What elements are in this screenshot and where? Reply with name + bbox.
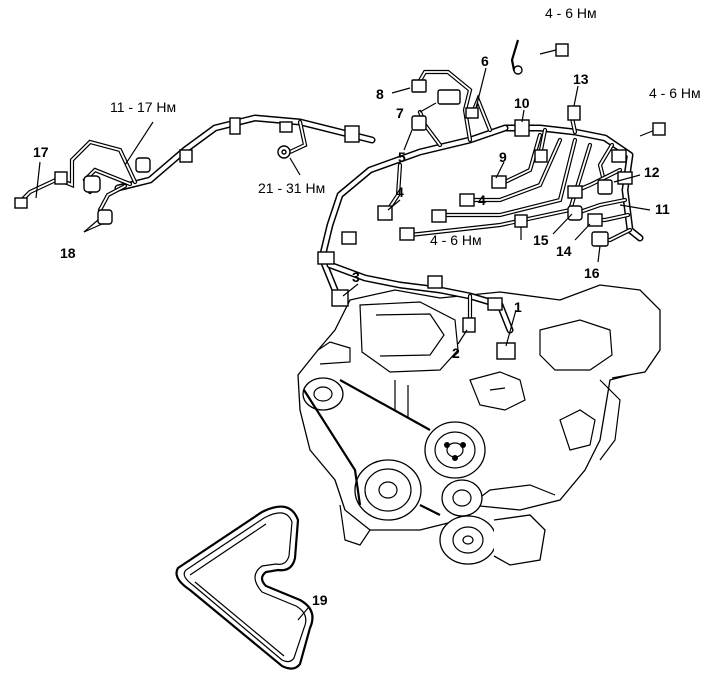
torque-left: 11 - 17 Нм — [110, 99, 176, 115]
torque-right: 4 - 6 Нм — [649, 85, 701, 101]
label-8: 8 — [376, 86, 384, 102]
torque-top: 4 - 6 Нм — [545, 5, 597, 21]
label-18: 18 — [60, 245, 76, 261]
label-13: 13 — [573, 71, 589, 87]
label-16: 16 — [584, 265, 600, 281]
label-4-left: 4 — [396, 184, 404, 200]
drive-belt — [175, 505, 314, 670]
label-2: 2 — [452, 345, 460, 361]
label-12: 12 — [644, 164, 660, 180]
leader-lines — [35, 67, 651, 621]
torque-labels: 4 - 6 Нм 4 - 6 Нм 4 - 6 Нм 11 - 17 Нм 21… — [110, 5, 701, 248]
pulleys — [302, 377, 546, 566]
label-15: 15 — [533, 232, 549, 248]
label-1: 1 — [514, 299, 522, 315]
label-11: 11 — [655, 201, 670, 217]
part-labels: 1 2 3 4 4 5 6 7 8 9 10 11 12 13 14 15 16… — [33, 53, 670, 608]
label-3: 3 — [352, 269, 360, 285]
torque-center: 4 - 6 Нм — [430, 232, 482, 248]
label-5: 5 — [398, 149, 406, 165]
torque-mid: 21 - 31 Нм — [258, 180, 325, 196]
bolts — [277, 39, 666, 240]
label-14: 14 — [556, 243, 572, 259]
label-17: 17 — [33, 144, 49, 160]
label-19: 19 — [312, 592, 328, 608]
label-4-right: 4 — [478, 192, 486, 208]
label-9: 9 — [499, 149, 507, 165]
label-6: 6 — [481, 53, 489, 69]
label-7: 7 — [396, 105, 404, 121]
label-10: 10 — [514, 95, 530, 111]
connectors — [14, 79, 633, 360]
